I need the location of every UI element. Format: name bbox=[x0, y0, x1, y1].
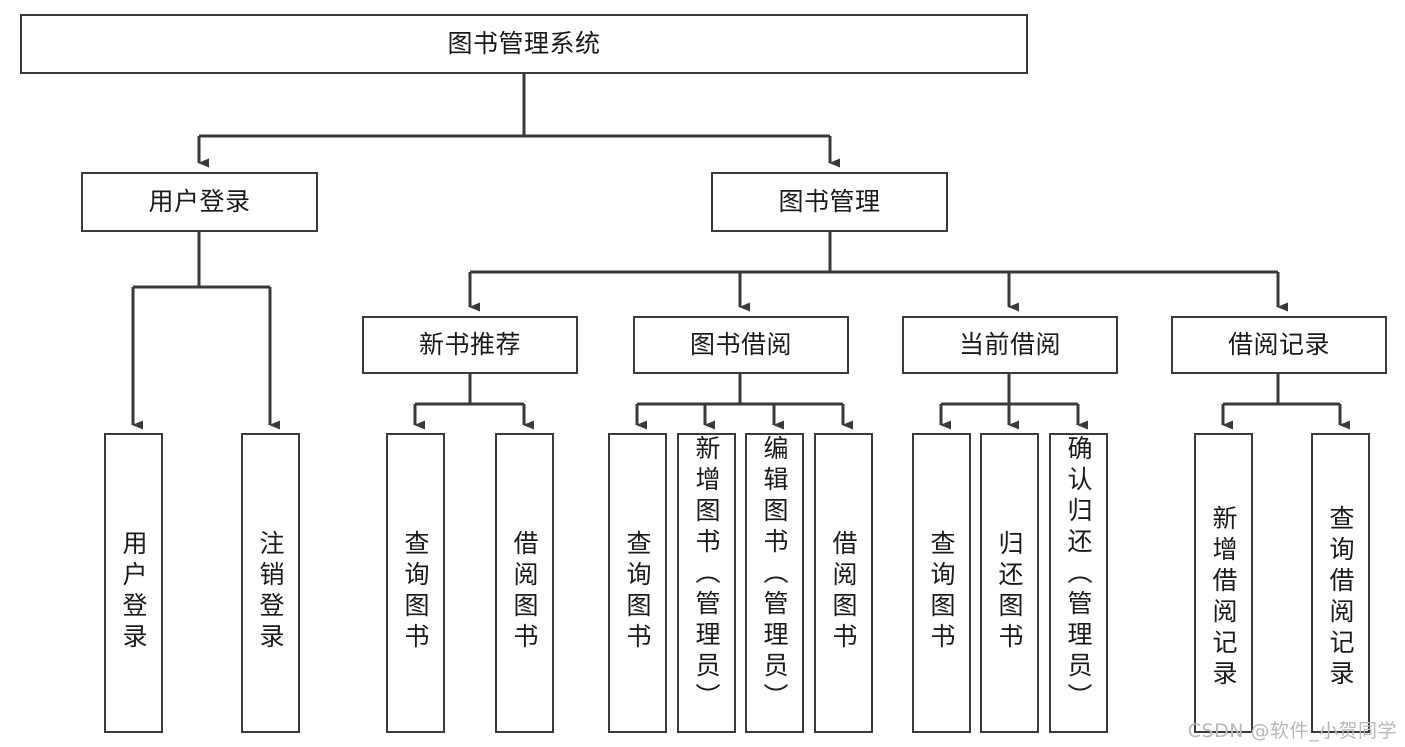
node-label: 查询图书 bbox=[401, 530, 430, 654]
node-book-borrow[interactable]: 图书借阅 bbox=[633, 316, 849, 374]
leaf-book-borrow-borrow[interactable]: 借阅图书 bbox=[814, 433, 873, 733]
node-label: 用户登录 bbox=[148, 187, 251, 216]
node-label: 图书借阅 bbox=[689, 330, 792, 359]
node-label: 查询图书 bbox=[623, 530, 652, 654]
node-label: 新增图书（管理员） bbox=[692, 435, 721, 714]
node-new-book-recommend[interactable]: 新书推荐 bbox=[362, 316, 578, 374]
leaf-book-borrow-add[interactable]: 新增图书（管理员） bbox=[677, 433, 736, 733]
leaf-borrow-record-add[interactable]: 新增借阅记录 bbox=[1194, 433, 1253, 733]
node-borrow-record[interactable]: 借阅记录 bbox=[1171, 316, 1387, 374]
leaf-user-login-logout[interactable]: 注销登录 bbox=[241, 433, 300, 733]
leaf-current-borrow-confirm-return[interactable]: 确认归还（管理员） bbox=[1049, 433, 1108, 733]
node-label: 图书管理系统 bbox=[447, 29, 601, 58]
node-label: 查询借阅记录 bbox=[1326, 505, 1355, 691]
node-current-borrow[interactable]: 当前借阅 bbox=[902, 316, 1118, 374]
leaf-user-login-login[interactable]: 用户登录 bbox=[104, 433, 163, 733]
node-label: 确认归还（管理员） bbox=[1064, 435, 1093, 714]
node-user-login[interactable]: 用户登录 bbox=[81, 172, 318, 232]
node-label: 新书推荐 bbox=[418, 330, 521, 359]
node-label: 借阅图书 bbox=[510, 530, 539, 654]
leaf-current-borrow-return[interactable]: 归还图书 bbox=[980, 433, 1039, 733]
leaf-borrow-record-query[interactable]: 查询借阅记录 bbox=[1311, 433, 1370, 733]
node-label: 用户登录 bbox=[119, 530, 148, 654]
node-label: 借阅记录 bbox=[1227, 330, 1330, 359]
node-root-system[interactable]: 图书管理系统 bbox=[20, 14, 1028, 74]
node-label: 当前借阅 bbox=[958, 330, 1061, 359]
csdn-watermark: CSDN @软件_小贺同学 bbox=[1187, 720, 1397, 742]
node-label: 借阅图书 bbox=[829, 530, 858, 654]
node-label: 新增借阅记录 bbox=[1209, 505, 1238, 691]
leaf-new-book-query[interactable]: 查询图书 bbox=[386, 433, 445, 733]
node-label: 查询图书 bbox=[927, 530, 956, 654]
node-label: 归还图书 bbox=[995, 530, 1024, 654]
node-book-manage[interactable]: 图书管理 bbox=[711, 172, 948, 232]
node-label: 图书管理 bbox=[778, 187, 881, 216]
leaf-current-borrow-query[interactable]: 查询图书 bbox=[912, 433, 971, 733]
leaf-book-borrow-edit[interactable]: 编辑图书（管理员） bbox=[745, 433, 804, 733]
leaf-book-borrow-query[interactable]: 查询图书 bbox=[608, 433, 667, 733]
node-label: 编辑图书（管理员） bbox=[760, 435, 789, 714]
node-label: 注销登录 bbox=[256, 530, 285, 654]
leaf-new-book-borrow[interactable]: 借阅图书 bbox=[495, 433, 554, 733]
